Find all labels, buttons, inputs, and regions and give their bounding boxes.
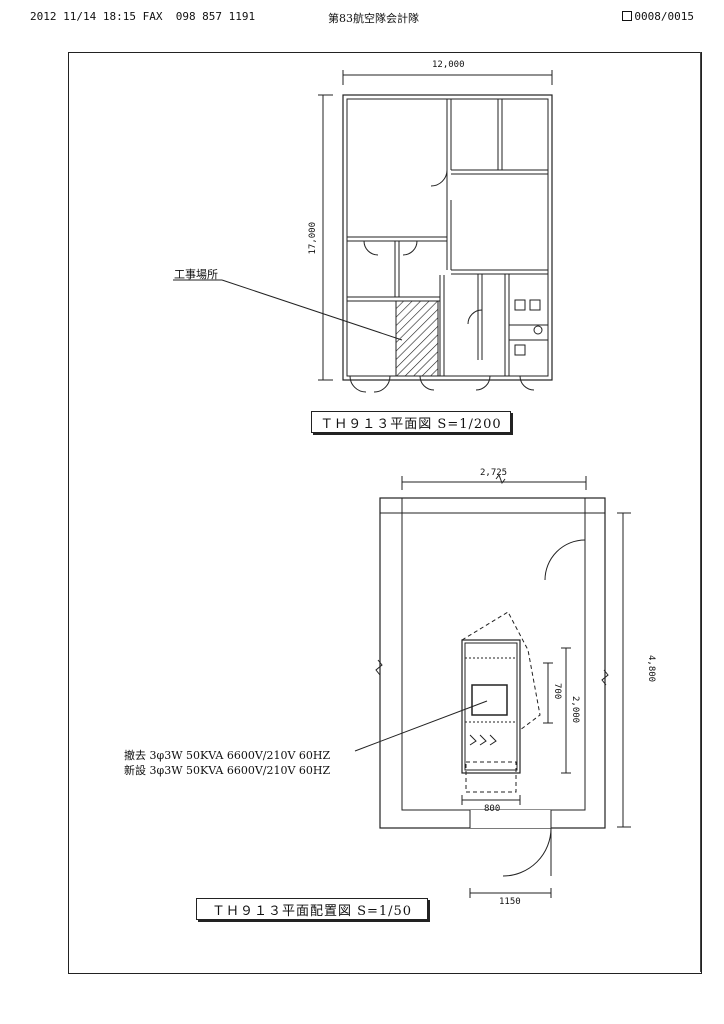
plan1-title: ＴＨ９１３平面図 S=1/200 [311,411,511,433]
dim-4800-label: 4,800 [646,655,656,683]
dim-width-label: 12,000 [432,60,465,70]
callout-leader-2 [354,700,488,752]
fax-page-count: 0008/0015 [634,10,694,23]
floor-plan-2 [354,473,631,898]
dim-2725-label: 2,725 [480,468,508,478]
construction-site-label: 工事場所 [174,268,218,281]
fax-header: 2012 11/14 18:15 FAX 098 857 1191 第83航空隊… [0,0,724,30]
fax-page-icon [622,11,633,21]
frame-edge-line [700,52,701,972]
fax-page-number: 0008/0015 [622,10,694,23]
dim-800-label: 800 [484,804,501,814]
fax-organization: 第83航空隊会計隊 [328,12,419,25]
dim-700-label: 700 [552,683,562,700]
floor-plan-1 [173,70,553,393]
note-new-installation: 新設 3φ3W 50KVA 6600V/210V 60HZ [124,764,331,777]
work-area-hatch [395,300,439,377]
dim-2000-label: 2,000 [570,696,580,724]
equipment-notes: 撤去 3φ3W 50KVA 6600V/210V 60HZ 新設 3φ3W 50… [124,748,330,778]
fax-sender-line: 2012 11/14 18:15 FAX 098 857 1191 [30,10,256,23]
note-removal: 撤去 3φ3W 50KVA 6600V/210V 60HZ [124,749,331,762]
plan2-title: ＴＨ９１３平面配置図 S=1/50 [196,898,428,920]
drawing-frame [68,52,702,974]
dim-1150-label: 1150 [499,897,521,907]
transformer-equipment [461,611,541,793]
dim-height-label: 17,000 [308,222,318,255]
